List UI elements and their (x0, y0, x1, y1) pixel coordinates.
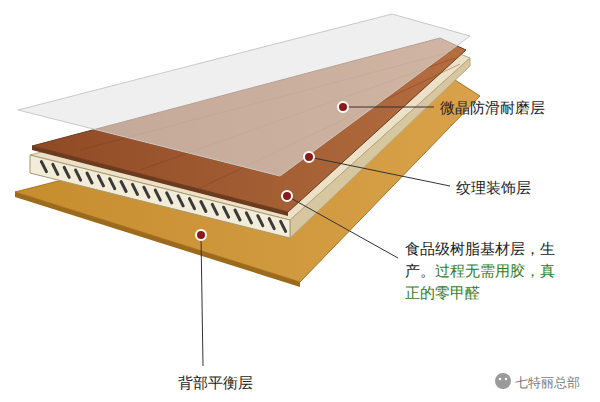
rib-slot (246, 213, 251, 223)
rib-slot (155, 190, 160, 200)
rib-slot (167, 193, 172, 203)
layer-label-group: 背部平衡层 (178, 372, 253, 394)
rib-slot (281, 221, 286, 231)
rib-slot (76, 170, 81, 180)
rib-slot (64, 167, 69, 177)
rib-slot (212, 204, 217, 214)
rib-slot (98, 176, 103, 186)
layer-label-group: 纹理装饰层 (456, 177, 531, 199)
rib-slot (258, 216, 263, 226)
watermark: 七特丽总部 (515, 375, 580, 390)
layer-label-group: 食品级树脂基材层，生产。过程无需用胶，真正的零甲醛 (405, 238, 563, 304)
rib-slot (178, 196, 183, 206)
layer-label: 纹理装饰层 (456, 179, 531, 197)
rib-slot (110, 179, 115, 189)
rib-slot (121, 182, 126, 192)
rib-slot (133, 184, 138, 194)
watermark-icon (495, 373, 511, 389)
layer-label: 微晶防滑耐磨层 (440, 99, 545, 117)
rib-slot (53, 164, 58, 174)
rib-slot (144, 187, 149, 197)
rib-slot (190, 199, 195, 209)
rib-slot (224, 207, 229, 217)
rib-slot (201, 202, 206, 212)
wear-layer (18, 14, 470, 176)
leader-lines (201, 107, 450, 366)
rib-slot (269, 219, 274, 229)
rib-slot (87, 173, 92, 183)
watermark-group: 七特丽总部 (515, 372, 580, 394)
rib-slot (235, 210, 240, 220)
layer-label-group: 微晶防滑耐磨层 (440, 97, 545, 119)
layer-label: 背部平衡层 (178, 374, 253, 392)
rib-slot (41, 162, 46, 172)
callout-dots (196, 102, 348, 240)
